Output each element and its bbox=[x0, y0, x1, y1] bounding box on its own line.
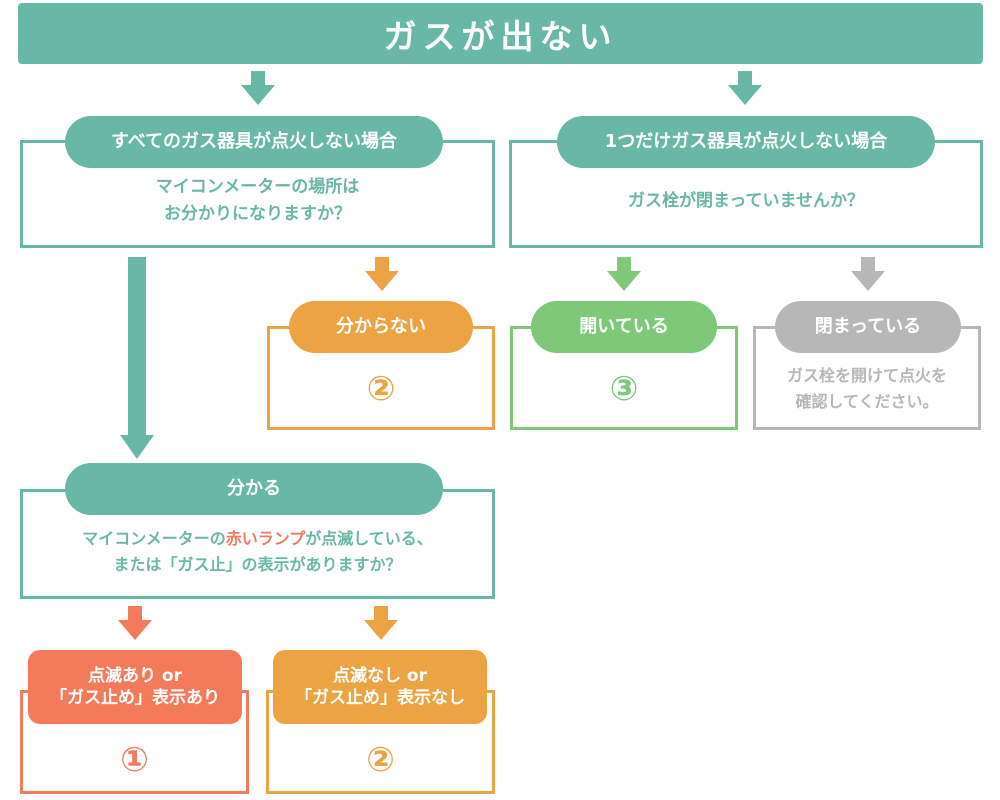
label-text: 閉まっている bbox=[814, 316, 922, 338]
all-devices-question: マイコンメーターの場所は お分かりになりますか？ bbox=[23, 143, 492, 245]
label-text: 開いている bbox=[579, 316, 669, 338]
advice-line: 確認してください。 bbox=[795, 392, 939, 411]
result-text: ③ bbox=[609, 369, 639, 409]
label-text: すべてのガス器具が点火しない場合 bbox=[110, 131, 398, 153]
label-line: 「ガス止め」表示あり bbox=[50, 688, 220, 708]
arrow-down-icon bbox=[364, 606, 398, 640]
blinking-label: 点滅あり or 「ガス止め」表示あり bbox=[28, 650, 242, 724]
result-text: ② bbox=[366, 369, 396, 409]
label-text: 分からない bbox=[336, 316, 426, 338]
closed-advice: ガス栓を開けて点火を 確認してください。 bbox=[756, 329, 978, 427]
one-device-label: 1つだけガス器具が点火しない場合 bbox=[557, 116, 935, 168]
arrow-down-icon bbox=[241, 71, 275, 105]
result-number: ② bbox=[270, 329, 492, 427]
question-part: マイコンメーターの bbox=[82, 529, 226, 549]
label-text: 分かる bbox=[227, 478, 281, 500]
label-line: 点滅なし or bbox=[333, 665, 427, 686]
result-number: ③ bbox=[513, 329, 735, 427]
arrow-down-icon bbox=[728, 71, 762, 105]
question-line: または「ガス止」の表示がありますか？ bbox=[113, 555, 402, 574]
question-part: が点滅している、 bbox=[305, 529, 433, 549]
result-number: ② bbox=[269, 693, 492, 791]
result-text: ② bbox=[366, 740, 395, 780]
one-device-question: ガス栓が閉まっていませんか？ bbox=[512, 143, 980, 245]
not-blinking-label: 点滅なし or 「ガス止め」表示なし bbox=[273, 650, 487, 724]
unknown-label: 分からない bbox=[289, 301, 473, 353]
question-highlight: 赤いランプ bbox=[225, 529, 306, 549]
advice-line: ガス栓を開けて点火を bbox=[786, 366, 947, 386]
question-line: マイコンメーターの場所は bbox=[155, 176, 360, 197]
open-label: 開いている bbox=[531, 301, 717, 353]
arrow-down-icon bbox=[607, 257, 641, 291]
page-title: ガスが出ない bbox=[18, 3, 983, 64]
question-line: マイコンメーターの赤いランプが点滅している、 bbox=[82, 526, 433, 552]
all-devices-label: すべてのガス器具が点火しない場合 bbox=[65, 116, 443, 168]
arrow-down-icon bbox=[120, 257, 154, 459]
known-question: マイコンメーターの赤いランプが点滅している、 または「ガス止」の表示がありますか… bbox=[23, 492, 492, 596]
arrow-down-icon bbox=[851, 257, 885, 291]
question-line: ガス栓が閉まっていませんか？ bbox=[628, 191, 864, 212]
known-label: 分かる bbox=[65, 463, 443, 515]
label-text: 1つだけガス器具が点火しない場合 bbox=[604, 131, 888, 153]
arrow-down-icon bbox=[118, 606, 152, 640]
label-line: 点滅あり or bbox=[88, 665, 182, 686]
title-text: ガスが出ない bbox=[383, 16, 618, 56]
label-line: 「ガス止め」表示なし bbox=[295, 688, 465, 708]
result-number: ① bbox=[23, 693, 246, 791]
closed-label: 閉まっている bbox=[775, 301, 961, 353]
question-line: お分かりになりますか？ bbox=[164, 204, 351, 224]
result-text: ① bbox=[120, 740, 149, 780]
arrow-down-icon bbox=[365, 257, 399, 291]
